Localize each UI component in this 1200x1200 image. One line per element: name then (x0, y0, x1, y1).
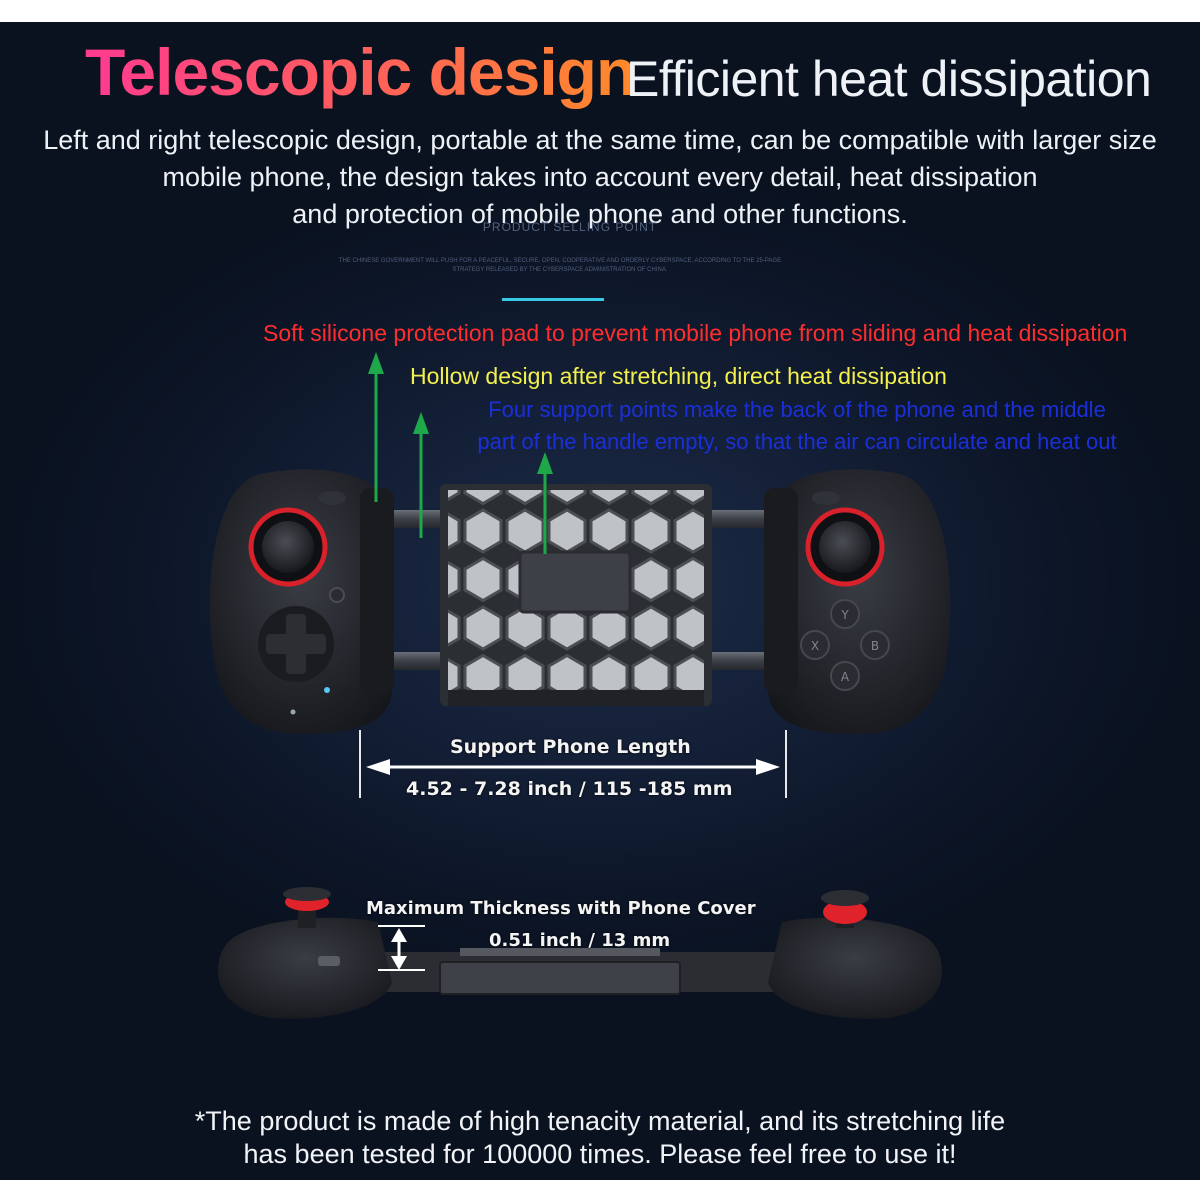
right-joystick (819, 521, 871, 573)
side-left-stick-cap (283, 887, 331, 901)
button-x-label: X (811, 639, 819, 653)
length-spec-value: 4.52 - 7.28 inch / 115 -185 mm (406, 778, 733, 800)
side-right-stick-cap (821, 890, 869, 906)
left-joystick (262, 521, 314, 573)
dpad-horizontal (266, 634, 326, 654)
description: Left and right telescopic design, portab… (0, 122, 1200, 233)
button-a-label: A (841, 670, 850, 684)
left-small-button (329, 587, 345, 603)
length-arrow-right (756, 759, 780, 775)
side-plate-top (460, 948, 660, 956)
right-silicone-pad (764, 488, 798, 693)
thickness-spec-value: 0.51 inch / 13 mm (489, 930, 671, 951)
button-y-label: Y (840, 608, 849, 622)
footer-line-1: *The product is made of high tenacity ma… (194, 1106, 1006, 1136)
fine-print-line-2: STRATEGY RELEASED BY THE CYBERSPACE ADMI… (452, 267, 668, 273)
arrow-hollow-head (413, 412, 429, 434)
headline-secondary: Efficient heat dissipation (626, 51, 1152, 107)
section-label: PRODUCT SELLING POINT (482, 220, 658, 234)
thickness-spec-label: Maximum Thickness with Phone Cover (366, 898, 756, 919)
button-x (800, 630, 830, 660)
annotation-support-points-line-1: Four support points make the back of the… (488, 397, 1106, 422)
length-dimension (359, 730, 787, 798)
controller-illustration: Y X B A (209, 352, 951, 1019)
fine-print: THE CHINESE GOVERNMENT WILL PUSH FOR A P… (300, 257, 820, 275)
plate-bottom-edge (448, 690, 704, 706)
annotation-arrows (368, 352, 553, 554)
side-right-grip (768, 917, 942, 1019)
length-arrow-left (366, 759, 390, 775)
thickness-arrow-down (391, 956, 407, 970)
headline-primary: Telescopic design (85, 32, 636, 112)
side-center-plate (439, 961, 681, 995)
right-shoulder-button (812, 491, 840, 505)
button-a (830, 661, 860, 691)
left-status-led (324, 687, 330, 693)
annotation-silicone-pad: Soft silicone protection pad to prevent … (263, 320, 1128, 346)
center-support-pad (518, 550, 632, 614)
button-y (830, 599, 860, 629)
accent-divider (502, 298, 604, 301)
button-b (860, 630, 890, 660)
description-line-1: Left and right telescopic design, portab… (43, 125, 1157, 155)
annotation-support-points-line-2: part of the handle empty, so that the ai… (477, 429, 1117, 454)
left-indicator-dot (290, 709, 296, 715)
product-banner: Telescopic design Efficient heat dissipa… (0, 22, 1200, 1180)
footer-note: *The product is made of high tenacity ma… (0, 1105, 1200, 1171)
description-line-2: mobile phone, the design takes into acco… (162, 162, 1038, 192)
button-b-label: B (871, 639, 879, 653)
controller-top-view: Y X B A (209, 469, 951, 734)
side-left-grip (218, 917, 392, 1019)
arrow-silicone-head (368, 352, 384, 374)
length-spec-label: Support Phone Length (450, 736, 691, 758)
left-shoulder-button (318, 491, 346, 505)
annotation-support-points: Four support points make the back of the… (452, 394, 1142, 458)
side-right-stick-cap-red (823, 900, 867, 924)
footer-line-2: has been tested for 100000 times. Please… (243, 1139, 957, 1169)
arrow-support-head (537, 452, 553, 474)
left-silicone-pad (360, 488, 394, 693)
controller-side-view (218, 887, 942, 1019)
annotation-hollow-design: Hollow design after stretching, direct h… (410, 363, 947, 389)
fine-print-line-1: THE CHINESE GOVERNMENT WILL PUSH FOR A P… (338, 258, 782, 264)
side-left-port (318, 956, 340, 966)
description-line-3: and protection of mobile phone and other… (292, 199, 908, 229)
face-buttons: Y X B A (800, 599, 890, 691)
thickness-arrow-up (391, 928, 407, 942)
